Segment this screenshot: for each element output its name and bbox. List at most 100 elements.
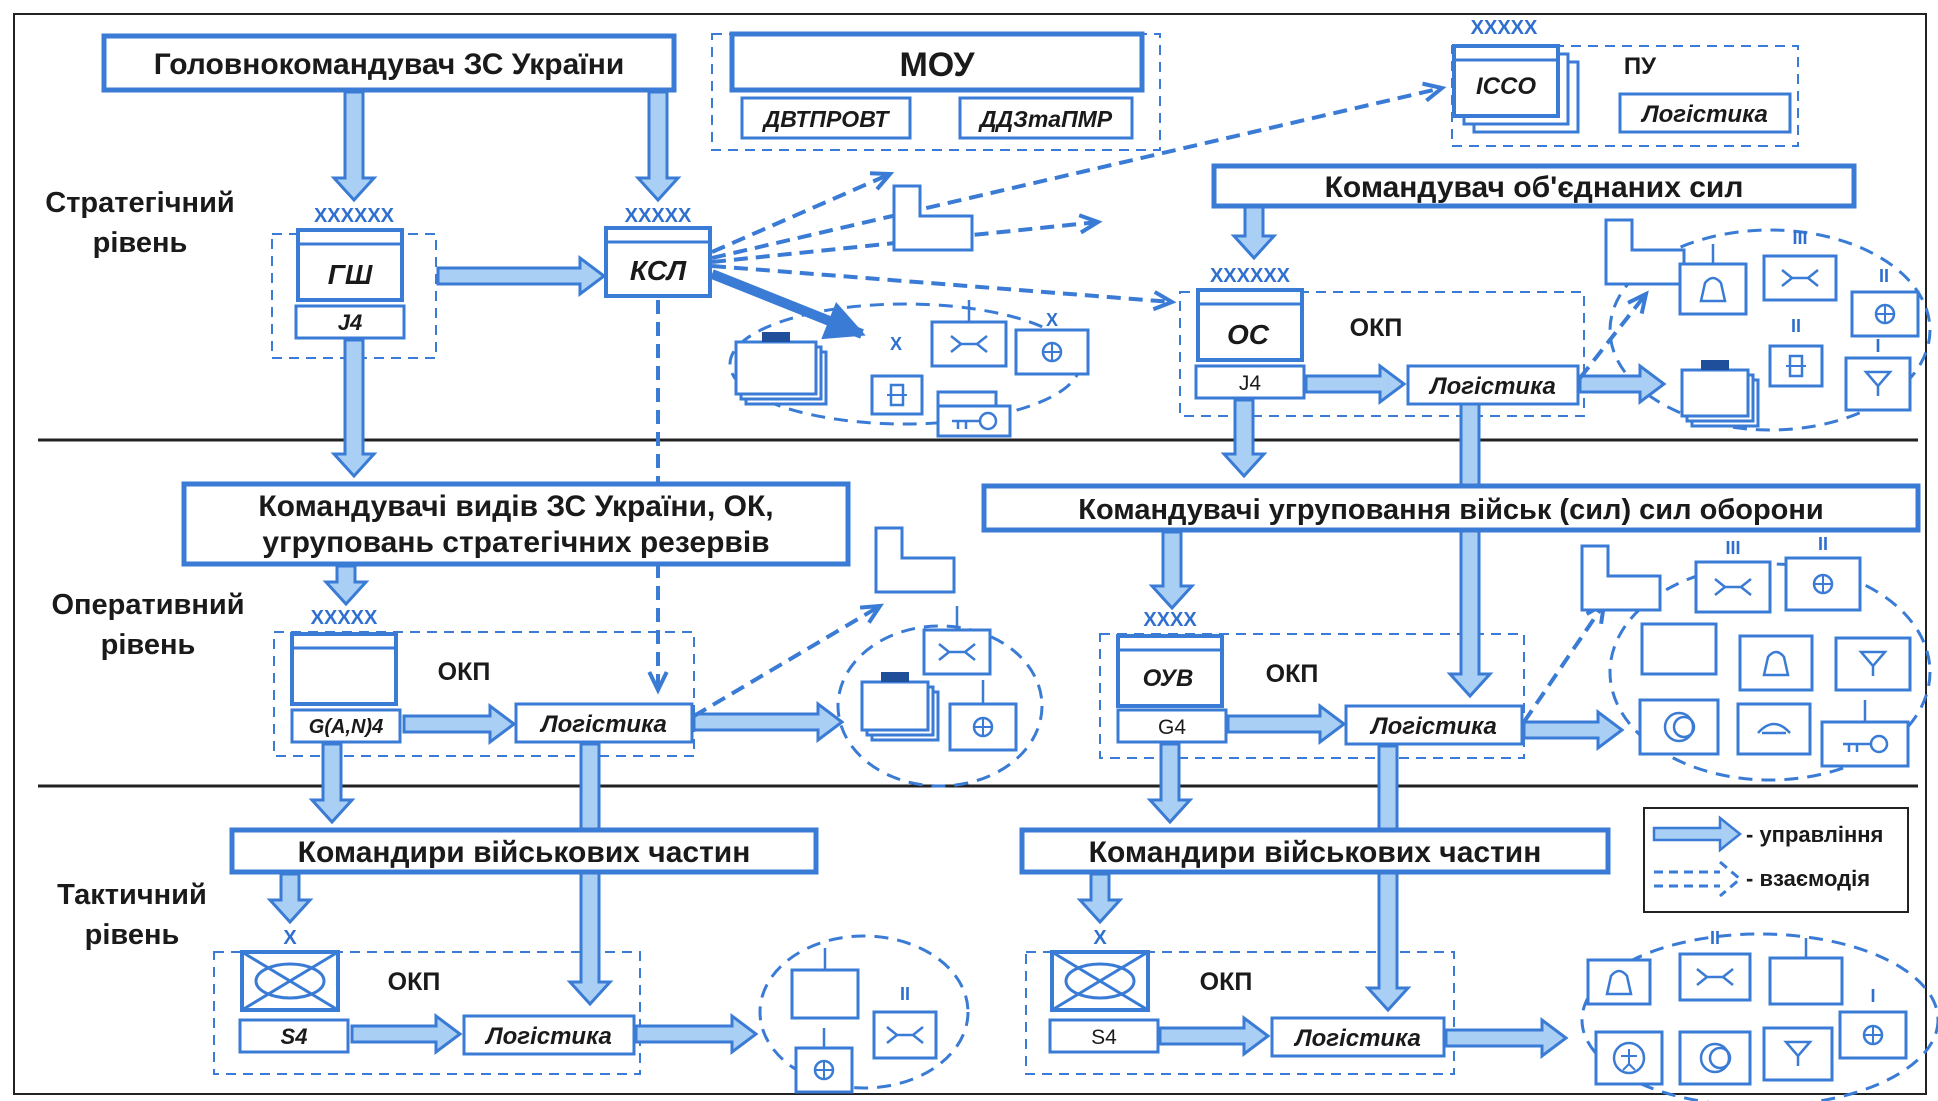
unit-commanders-right-label: Командири військових частин: [1089, 836, 1542, 869]
unit-top-marker: [762, 332, 790, 342]
os-logistics-label: Логістика: [1428, 373, 1556, 400]
service-commanders-line1: Командувачі видів ЗС України, ОК,: [258, 490, 773, 523]
tac-right-echelon: X: [1093, 927, 1107, 949]
legend-control-label: - управління: [1746, 822, 1883, 847]
interaction-arrowhead: [869, 171, 895, 191]
control-arrow-down: [634, 90, 682, 203]
g-an-4-label: G(A,N)4: [309, 716, 383, 738]
ksl-echelon: XXXXX: [625, 205, 692, 227]
s4-right-label: S4: [1091, 1026, 1117, 1049]
depot-icon: [892, 184, 974, 252]
wheel-spokes-icon: [815, 1061, 833, 1079]
os-label: ОС: [1227, 319, 1270, 350]
mou-sub2-label: ДДЗтаПМР: [978, 106, 1113, 132]
unit-box-icon: [1678, 1030, 1752, 1086]
interaction-arrow: [711, 264, 1173, 304]
interaction-arrowhead: [647, 671, 669, 695]
control-arrow-down: [330, 90, 378, 203]
mou-sub1-label: ДВТПРОВТ: [762, 106, 891, 132]
legend-interaction-label: - взаємодія: [1746, 866, 1870, 891]
depot-icon: [1580, 544, 1662, 612]
control-arrow-right: [634, 1013, 759, 1055]
tac-right-okp-label: ОКП: [1200, 968, 1253, 996]
unit-box-icon: [790, 968, 860, 1020]
hq-nodes: XXXXXX ГШ J4 XXXXX КСЛ XXXXX ІССО ПУ Лог…: [238, 17, 1792, 1058]
pu-label: ПУ: [1624, 53, 1657, 80]
moon-inner-icon: [1708, 1046, 1732, 1070]
isso-label: ІССО: [1476, 73, 1536, 100]
unit-top-marker: [881, 672, 909, 682]
control-arrow-down: [1446, 402, 1494, 699]
interaction-arrowhead: [859, 603, 884, 624]
phone-icon: [1757, 722, 1791, 735]
legend-control-arrow: [1652, 815, 1743, 853]
funnel-icon: [1863, 370, 1893, 396]
control-arrow-down: [308, 742, 356, 825]
moon-inner-icon: [1672, 715, 1696, 739]
unit-box-icon: [1768, 344, 1824, 388]
control-arrow-right: [402, 703, 517, 745]
control-arrow-down: [1220, 398, 1268, 479]
ksl-label: КСЛ: [630, 255, 687, 286]
level-tactical-line2: рівень: [85, 919, 180, 951]
interaction-arrows: [647, 81, 1649, 724]
unit-box-icon: [1762, 1026, 1834, 1082]
control-arrow-down: [330, 338, 378, 479]
interaction-arrow: [711, 86, 1443, 260]
control-arrow-down: [1146, 742, 1194, 825]
medical-icon: [1612, 1041, 1646, 1075]
gsh-j4-label: J4: [338, 310, 362, 335]
echelon-mark: X: [890, 334, 902, 354]
unit-commanders-left-label: Командири військових частин: [298, 836, 751, 869]
joint-forces-commander-label: Командувач об'єднаних сил: [1325, 171, 1744, 204]
wheel-spokes-icon: [1043, 343, 1061, 361]
gsh-echelon: XXXXXX: [314, 205, 395, 227]
group-commanders-label: Командувачі угруповання військ (сил) сил…: [1078, 494, 1823, 526]
mou-label: МОУ: [899, 46, 975, 84]
unit-box-icon: [1768, 956, 1844, 1006]
tac-left-echelon: X: [283, 927, 297, 949]
wrench-icon: [886, 1026, 924, 1044]
unit-box-icon: [936, 404, 1012, 438]
control-arrow-right: [350, 1013, 463, 1055]
control-arrow-ksl-units: [710, 269, 866, 340]
funnel-icon: [1783, 1040, 1813, 1066]
wrench-icon: [1714, 578, 1752, 596]
echelon-mark: II: [900, 984, 910, 1004]
funnel-icon: [1858, 650, 1888, 676]
echelon-mark: III: [1792, 228, 1807, 248]
interaction-arrow: [692, 604, 882, 718]
interaction-arrowhead: [1627, 290, 1649, 314]
wrench-icon: [938, 643, 976, 661]
control-arrow-down: [1230, 204, 1278, 261]
gsh-label: ГШ: [328, 259, 373, 290]
bell-icon: [1699, 276, 1727, 303]
control-arrow-down: [1076, 872, 1124, 925]
legend: - управління - взаємодія: [1643, 807, 1909, 913]
interaction-arrow: [1578, 292, 1648, 380]
wrench-icon: [1781, 269, 1819, 287]
op-left-logistics-label: Логістика: [539, 711, 667, 738]
control-arrow-right: [1226, 703, 1347, 745]
echelon-mark: I: [1870, 986, 1875, 1006]
echelon-mark: II: [1791, 316, 1801, 336]
outer-frame: [13, 13, 1927, 1095]
control-arrow-right: [1578, 363, 1667, 405]
unit-box-icon: [1640, 622, 1718, 676]
wheel-spokes-icon: [1876, 305, 1894, 323]
control-arrow-right: [1522, 709, 1625, 751]
control-arrow-right: [1158, 1015, 1271, 1057]
os-okp-label: ОКП: [1350, 314, 1403, 342]
pu-logistics-label: Логістика: [1640, 101, 1768, 128]
unit-box-icon: [1736, 702, 1812, 756]
stacked-unit-icon: [1680, 368, 1750, 418]
control-arrow-down: [322, 564, 370, 607]
unit-box-icon: [1762, 254, 1838, 302]
headline-boxes: Головнокомандувач ЗС України МОУ ДВТПРОВ…: [101, 31, 1921, 875]
os-j4-label: J4: [1239, 372, 1262, 395]
control-arrow-right: [436, 255, 607, 297]
echelon-mark: II: [1879, 266, 1889, 286]
ouv-logistics-label: Логістика: [1369, 713, 1497, 740]
echelon-mark: III: [1725, 538, 1740, 558]
legend-interaction-arrow: [1654, 860, 1743, 898]
